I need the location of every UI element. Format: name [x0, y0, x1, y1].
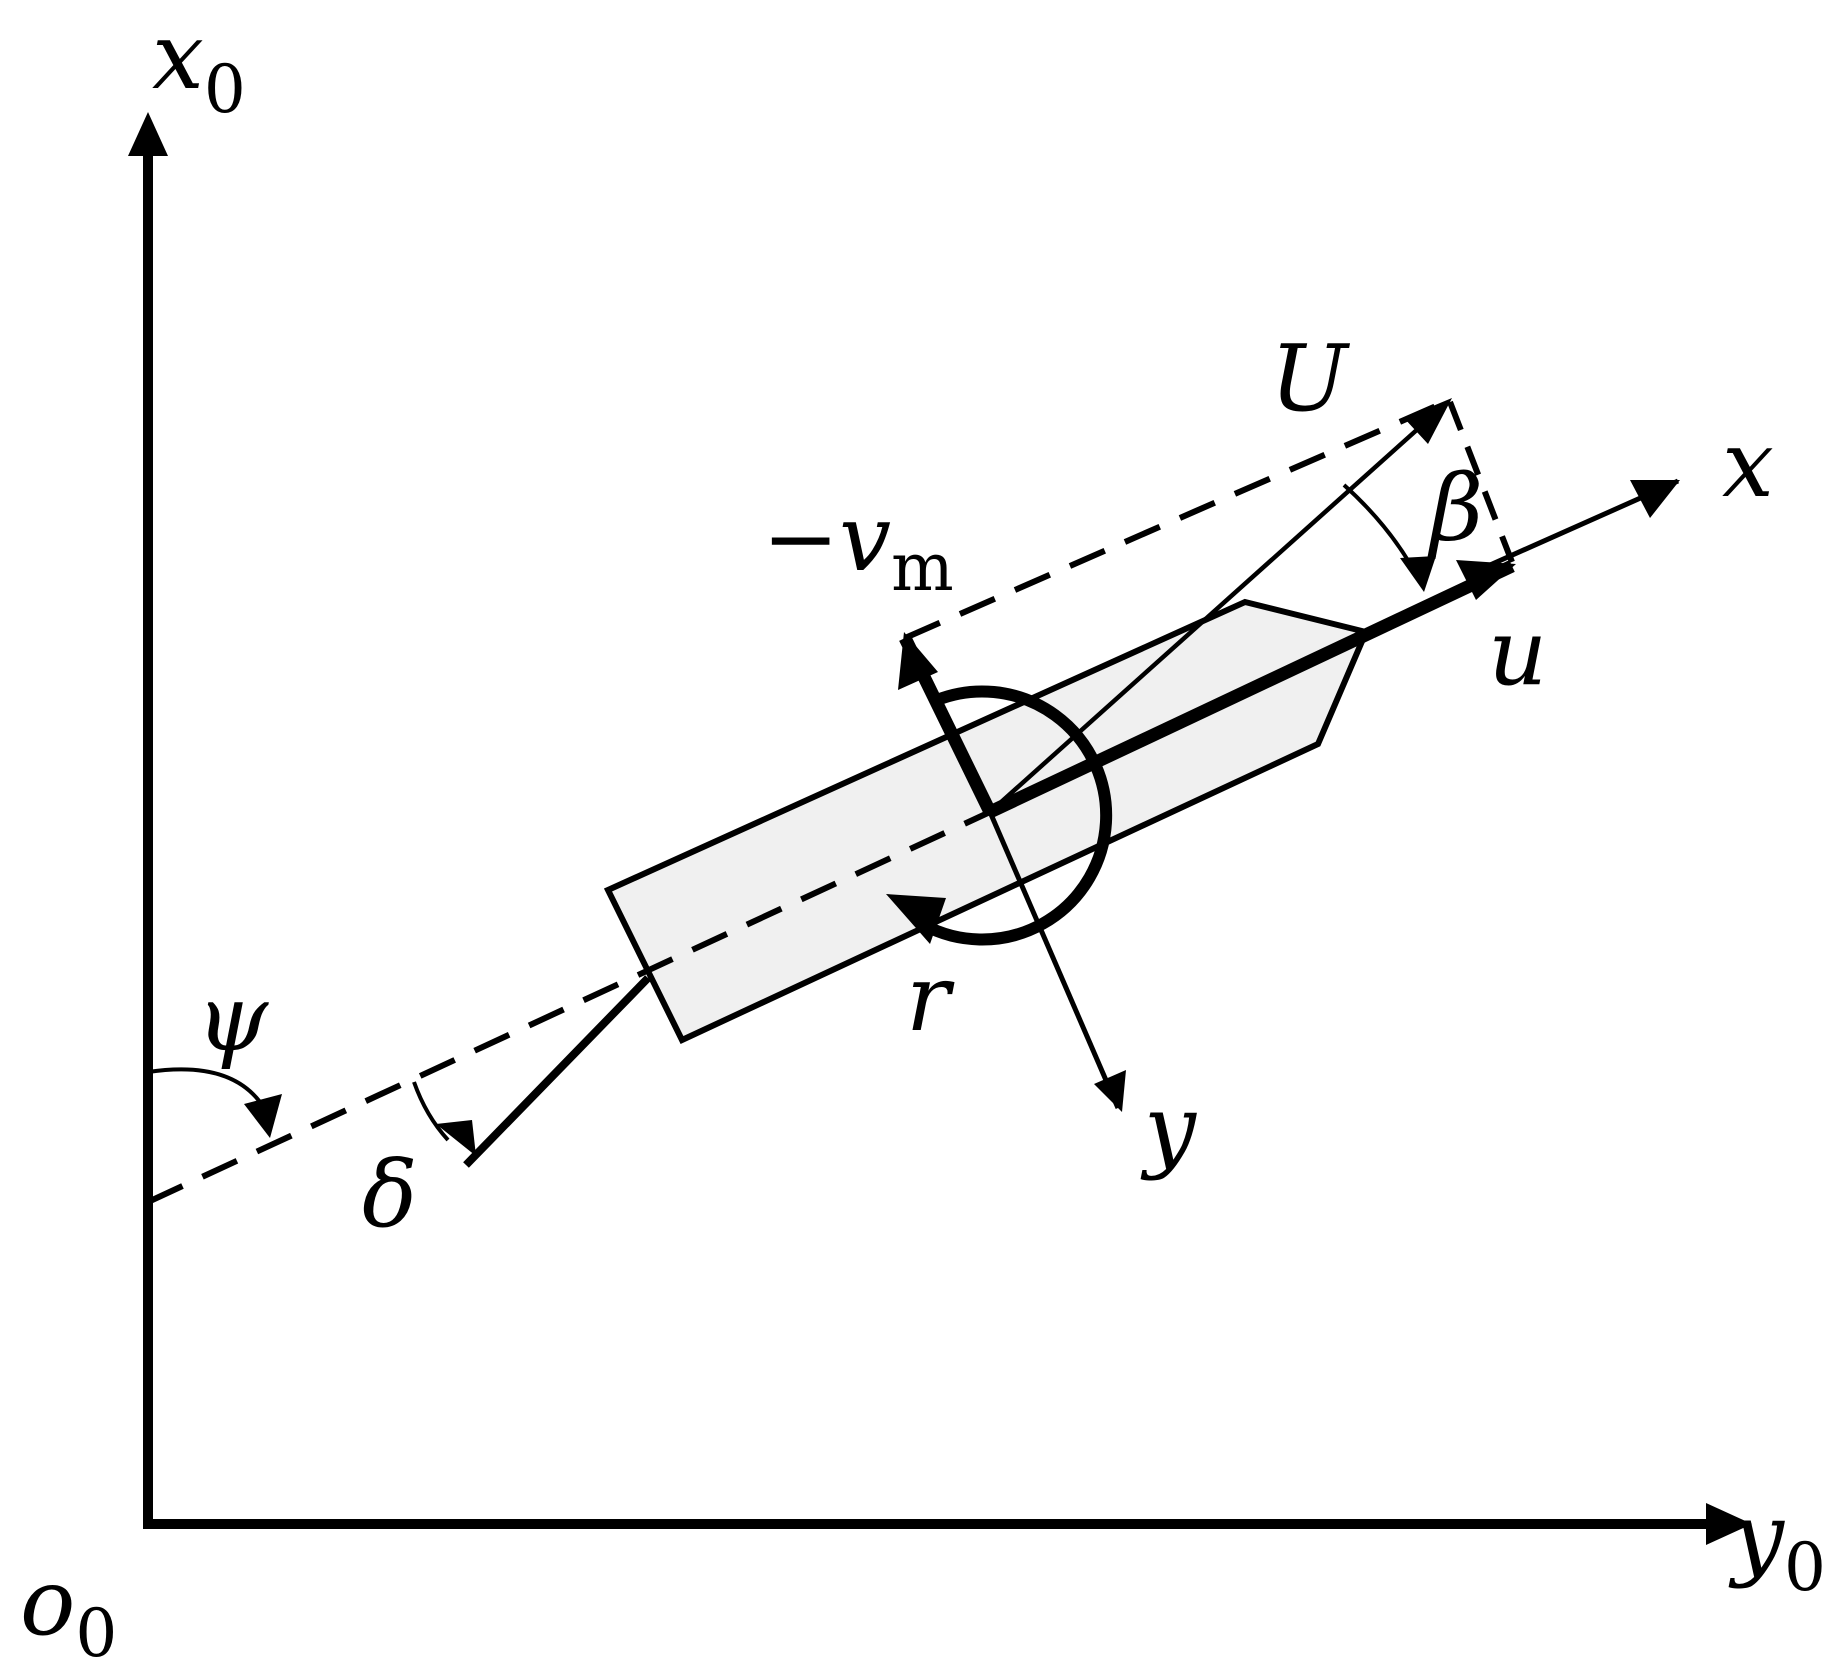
psi-arrowhead [244, 1094, 282, 1138]
body-y-arrowhead [1094, 1070, 1126, 1112]
yaw-rate-arrowhead [886, 894, 946, 944]
label-y0-sub: 0 [1784, 1529, 1826, 1606]
psi-angle-arc [147, 1067, 262, 1104]
label-vm: −vm [762, 485, 954, 606]
label-r: r [906, 945, 955, 1052]
label-beta: β [1427, 455, 1483, 562]
beta-arrowhead [1400, 556, 1436, 592]
label-o0-sub: 0 [75, 1595, 117, 1672]
u-dashed-line [1447, 400, 1515, 564]
label-y0-main: y [1728, 1483, 1785, 1590]
yaw-rate-arc [921, 685, 1113, 946]
label-x0-sub: 0 [204, 51, 246, 128]
u-arrowhead [1456, 560, 1516, 600]
label-x0-main: x [152, 3, 204, 110]
vm-dashed-line [903, 397, 1452, 641]
body-x-arrowhead [1630, 480, 1680, 518]
label-o0-main: o [20, 1549, 75, 1656]
label-psi: ψ [196, 965, 269, 1072]
delta-arrowhead [436, 1120, 476, 1156]
label-u: u [1488, 599, 1547, 706]
u-velocity-arrow [987, 560, 1515, 818]
body-y-axis [987, 811, 1121, 1109]
delta-angle-arc [412, 1081, 450, 1142]
label-y: y [1140, 1075, 1197, 1182]
rudder [463, 975, 651, 1168]
U-velocity-arrow [988, 400, 1450, 814]
label-U: U [1270, 325, 1351, 432]
label-o0: o0 [20, 1549, 117, 1672]
label-vm-main: −v [762, 485, 891, 592]
vm-arrowhead [898, 632, 938, 690]
label-x0: x0 [152, 3, 246, 128]
heading-dashed-line [146, 809, 992, 1205]
label-delta: δ [362, 1141, 417, 1248]
x0-arrowhead [128, 112, 168, 156]
label-vm-sub: m [891, 529, 954, 606]
ship-hull [603, 598, 1371, 1044]
label-y0: y0 [1728, 1483, 1826, 1606]
y0-arrowhead [1706, 1503, 1752, 1545]
label-x: x [1722, 411, 1774, 518]
U-arrowhead [1404, 398, 1452, 444]
